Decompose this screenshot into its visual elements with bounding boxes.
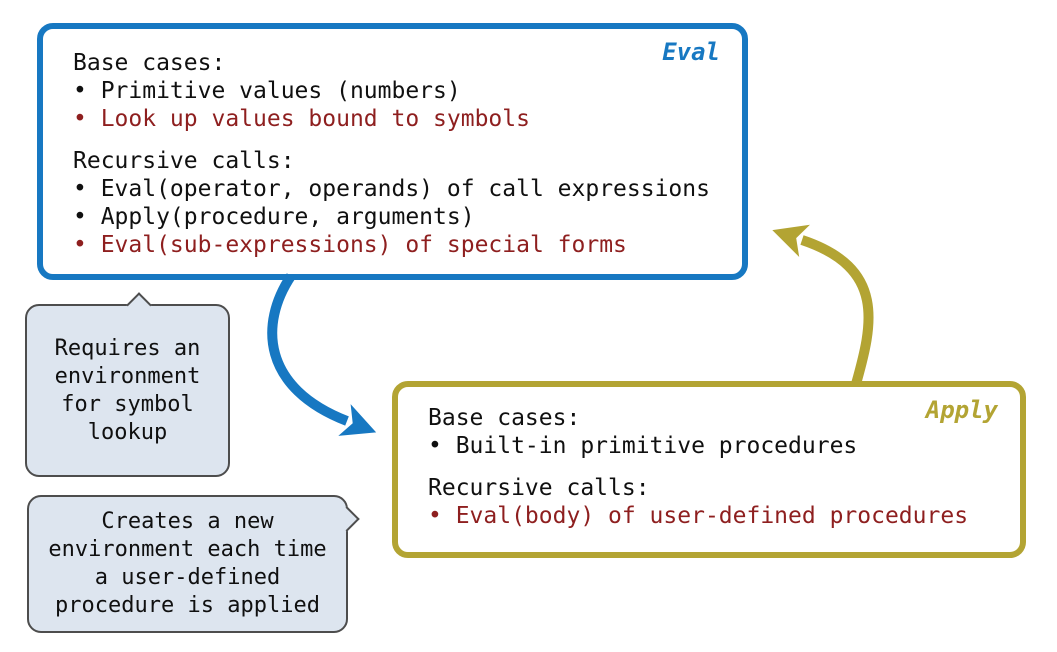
- eval-bullet-apply-procedure-arguments: • Apply(procedure, arguments): [73, 204, 475, 230]
- apply-box: Apply Base cases: • Built-in primitive p…: [392, 381, 1026, 558]
- callout-requires-environment: Requires an environment for symbol looku…: [25, 292, 230, 477]
- eval-recursive-calls-heading: Recursive calls:: [73, 148, 295, 174]
- eval-box: Eval Base cases: • Primitive values (num…: [37, 23, 748, 280]
- callout-line: environment each time: [48, 537, 327, 562]
- callout-pointer-right: [334, 506, 360, 532]
- apply-bullet-built-in-primitives: • Built-in primitive procedures: [428, 433, 858, 459]
- eval-bullet-eval-sub-expressions: • Eval(sub-expressions) of special forms: [73, 232, 627, 258]
- eval-box-label: Eval: [662, 38, 720, 66]
- callout-creates-environment: Creates a new environment each time a us…: [27, 495, 360, 633]
- eval-bullet-eval-operator-operands: • Eval(operator, operands) of call expre…: [73, 176, 710, 202]
- apply-recursive-calls-heading: Recursive calls:: [428, 475, 650, 501]
- eval-base-cases-heading: Base cases:: [73, 50, 226, 76]
- eval-bullet-lookup-symbols: • Look up values bound to symbols: [73, 106, 530, 132]
- callout-line: lookup: [87, 419, 168, 445]
- apply-to-eval-arrow: [772, 224, 874, 386]
- callout-line: procedure is applied: [55, 593, 320, 618]
- callout-pointer-up: [126, 292, 152, 318]
- eval-bullet-primitive-values: • Primitive values (numbers): [73, 78, 461, 104]
- callout-line: Requires an: [54, 335, 201, 361]
- apply-base-cases-heading: Base cases:: [428, 405, 581, 431]
- callout-line: Creates a new: [101, 509, 274, 534]
- eval-to-apply-arrow: [267, 273, 377, 436]
- apply-bullet-eval-body: • Eval(body) of user-defined procedures: [428, 503, 969, 529]
- callout-line: environment: [54, 363, 201, 389]
- callout-line: a user-defined: [94, 565, 281, 590]
- apply-box-label: Apply: [925, 396, 998, 424]
- callout-line: for symbol: [61, 391, 194, 417]
